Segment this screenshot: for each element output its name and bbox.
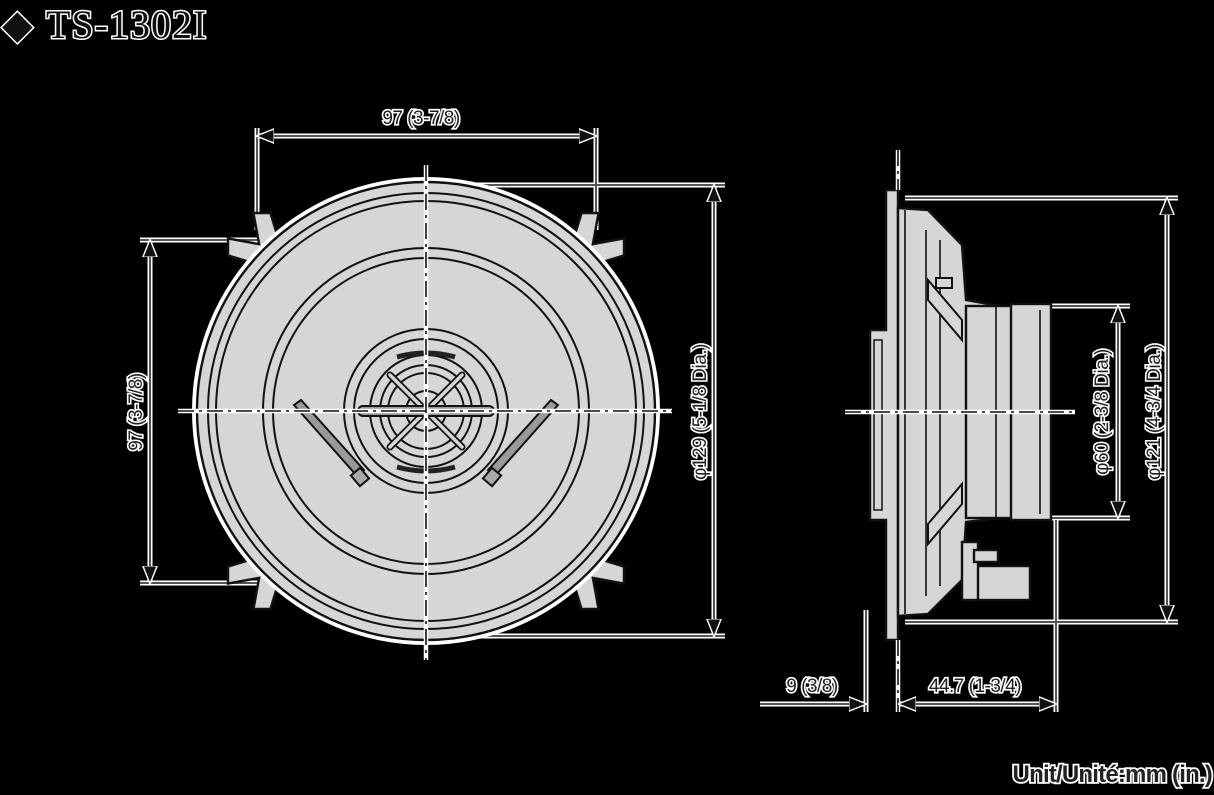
flange-depth-label: 9 (3/8): [786, 676, 838, 697]
title: ◆ TS-1302I: [1, 1, 208, 49]
front-dimension-lines: [150, 136, 714, 635]
front-width-label: 97 (3-7/8): [382, 108, 460, 129]
front-height-label: 97 (3-7/8): [126, 373, 147, 451]
front-diameter-label: φ129 (5-1/8 Dia.): [690, 344, 711, 480]
speaker-side-body: [868, 188, 1053, 642]
front-view: 97 (3-7/8) 97 (3-7/8) φ129 (5-1/8 Dia.): [124, 106, 725, 660]
side-view: φ60 (2-3/8 Dia.) φ121 (4-3/4 Dia.) 9 (3/…: [760, 150, 1178, 712]
cutout-diameter-label: φ121 (4-3/4 Dia.): [1144, 344, 1165, 480]
side-dimension-lines: [760, 199, 1167, 704]
model-name: TS-1302I: [46, 2, 207, 47]
terminal: [960, 540, 1032, 602]
front-center-lines: [178, 165, 672, 660]
side-center-lines: [845, 150, 1075, 712]
magnet-diameter-label: φ60 (2-3/8 Dia.): [1092, 349, 1113, 475]
mounting-depth-label: 44.7 (1-3/4): [929, 676, 1021, 697]
unit-label: Unit/Unité:mm (in.): [1013, 761, 1212, 788]
lead-wires: [292, 398, 560, 488]
diamond-marker-icon: ◆: [2, 2, 34, 47]
